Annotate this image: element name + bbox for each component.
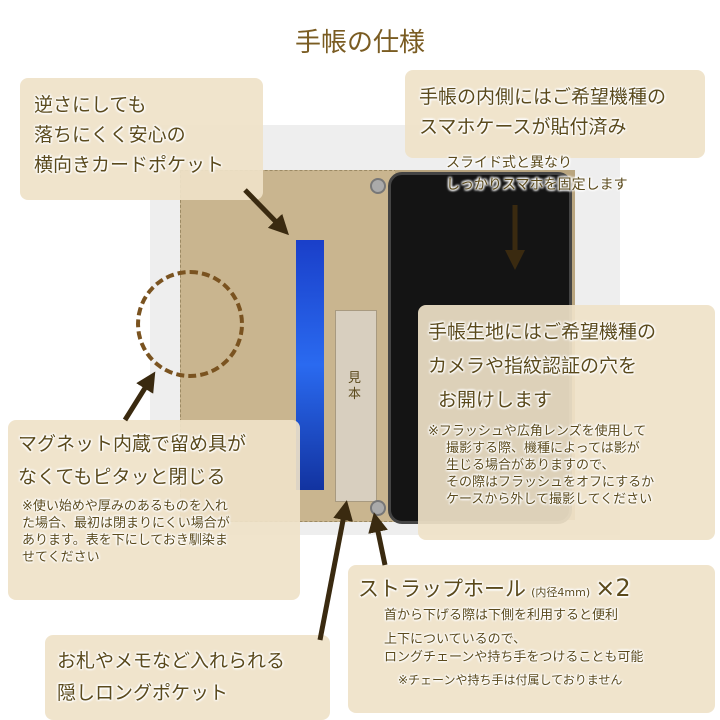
- strap-note: ※チェーンや持ち手は付属しておりません: [398, 673, 623, 687]
- arrow-icon: [243, 188, 289, 236]
- long-pocket-line: お札やメモなど入れられる: [57, 650, 286, 672]
- phone-case-sub: スライド式と異なり: [446, 155, 572, 171]
- banknote-image: 見本: [335, 310, 377, 502]
- magnet-position-circle: [136, 270, 244, 378]
- camera-hole-line: 手帳生地にはご希望機種の: [428, 321, 657, 343]
- magnet-note: あります。表を下にしておき馴染ま: [22, 533, 228, 548]
- camera-hole-line: お開けします: [438, 389, 553, 411]
- arrow-icon: [368, 512, 388, 566]
- camera-hole-note: その際はフラッシュをオフにするか: [446, 475, 655, 490]
- page-title: 手帳の仕様: [294, 28, 425, 58]
- card-pocket-line: 逆さにしても: [34, 94, 147, 116]
- magnet-note: せてください: [22, 550, 100, 565]
- strap-count: ×2: [595, 574, 631, 602]
- magnet-callout: マグネット内蔵で留め具が なくてもピタッと閉じる ※使い始めや厚みのあるものを入…: [8, 420, 300, 600]
- phone-case-sub: しっかりスマホを固定します: [446, 177, 628, 193]
- card-pocket-line: 横向きカードポケット: [34, 154, 225, 176]
- camera-hole-note: 生じる場合がありますので、: [446, 458, 615, 473]
- phone-case-line: 手帳の内側にはご希望機種の: [419, 86, 667, 108]
- magnet-line: マグネット内蔵で留め具が: [18, 433, 247, 455]
- card-pocket-callout: 逆さにしても 落ちにくく安心の 横向きカードポケット: [20, 78, 263, 200]
- strap-callout: ストラップホール (内径4mm) ×2 首から下げる際は下側を利用すると便利 上…: [348, 565, 715, 713]
- camera-hole-line: カメラや指紋認証の穴を: [428, 355, 638, 377]
- strap-line: 首から下げる際は下側を利用すると便利: [384, 608, 619, 623]
- arrow-icon: [317, 500, 353, 641]
- strap-hole-top: [370, 178, 386, 194]
- magnet-note: た場合、最初は閉まりにくい場合が: [22, 516, 230, 531]
- card-image: [296, 240, 324, 490]
- camera-hole-note: 撮影する際、機種によっては影が: [446, 441, 640, 456]
- camera-hole-callout: 手帳生地にはご希望機種の カメラや指紋認証の穴を お開けします ※フラッシュや広…: [418, 305, 715, 540]
- card-pocket-line: 落ちにくく安心の: [34, 124, 186, 146]
- long-pocket-callout: お札やメモなど入れられる 隠しロングポケット: [45, 635, 330, 720]
- strap-size: (内径4mm): [531, 586, 591, 599]
- camera-hole-note: ※フラッシュや広角レンズを使用して: [428, 424, 647, 439]
- phone-case-callout: 手帳の内側にはご希望機種の スマホケースが貼付済み: [405, 70, 705, 158]
- long-pocket-line: 隠しロングポケット: [57, 682, 229, 704]
- magnet-line: なくてもピタッと閉じる: [18, 466, 226, 488]
- strap-line: 上下についているので、: [384, 632, 527, 647]
- phone-case-line: スマホケースが貼付済み: [419, 116, 627, 138]
- camera-hole-note: ケースから外して撮影してください: [446, 492, 653, 507]
- strap-line: ロングチェーンや持ち手をつけることも可能: [384, 650, 644, 665]
- banknote-label: 見本: [348, 371, 362, 402]
- arrow-icon: [122, 371, 156, 422]
- magnet-note: ※使い始めや厚みのあるものを入れ: [22, 499, 228, 514]
- strap-heading: ストラップホール: [358, 577, 526, 601]
